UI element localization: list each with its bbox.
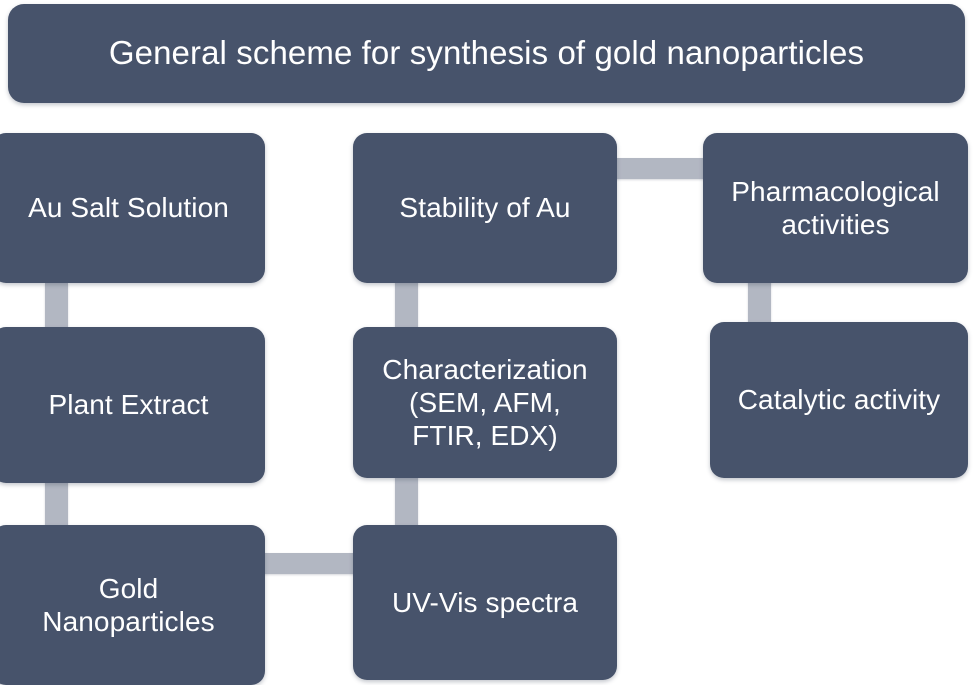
- node-gold-nanoparticles-label: Gold Nanoparticles: [42, 572, 215, 637]
- node-characterization-label: Characterization (SEM, AFM, FTIR, EDX): [382, 353, 588, 452]
- node-au-salt-solution[interactable]: Au Salt Solution: [0, 133, 265, 283]
- node-characterization[interactable]: Characterization (SEM, AFM, FTIR, EDX): [353, 327, 617, 478]
- diagram-title-banner: General scheme for synthesis of gold nan…: [8, 4, 965, 103]
- connector-stability-of-au-to-pharmacological: [614, 158, 707, 179]
- node-gold-nanoparticles[interactable]: Gold Nanoparticles: [0, 525, 265, 685]
- node-uv-vis-spectra[interactable]: UV-Vis spectra: [353, 525, 617, 680]
- node-plant-extract[interactable]: Plant Extract: [0, 327, 265, 483]
- node-plant-extract-label: Plant Extract: [48, 389, 209, 421]
- node-au-salt-solution-label: Au Salt Solution: [28, 192, 229, 224]
- connector-plant-extract-to-gold-nanoparticles: [45, 479, 68, 529]
- node-catalytic-activity[interactable]: Catalytic activity: [710, 322, 968, 478]
- node-catalytic-activity-label: Catalytic activity: [737, 384, 941, 416]
- connector-characterization-to-stability-of-au: [395, 279, 418, 331]
- node-pharmacological-activities-label: Pharmacological activities: [731, 175, 940, 240]
- connector-au-salt-to-plant-extract: [45, 283, 68, 331]
- connector-gold-nanoparticles-to-uv-vis-spectra: [264, 553, 356, 574]
- node-stability-of-au[interactable]: Stability of Au: [353, 133, 617, 283]
- diagram-title-text: General scheme for synthesis of gold nan…: [108, 34, 865, 72]
- node-pharmacological-activities[interactable]: Pharmacological activities: [703, 133, 968, 283]
- node-uv-vis-spectra-label: UV-Vis spectra: [391, 586, 579, 618]
- connector-uv-vis-spectra-to-characterization: [395, 474, 418, 529]
- connector-pharmacological-to-catalytic-activity: [748, 279, 771, 326]
- node-stability-of-au-label: Stability of Au: [399, 192, 571, 224]
